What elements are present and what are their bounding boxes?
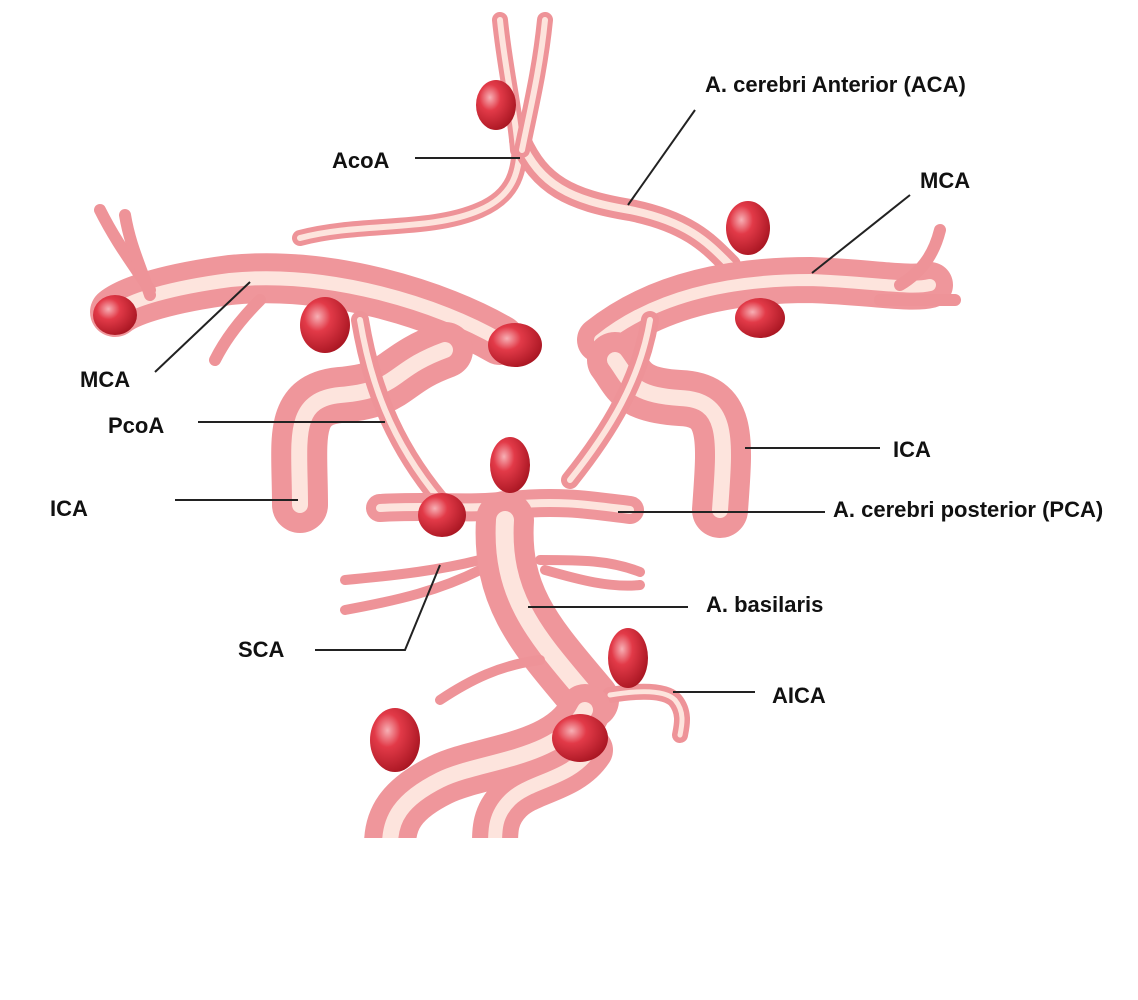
aneurysm-vertebral-right	[552, 714, 608, 762]
label-ica-left: ICA	[50, 496, 88, 521]
basilar-artery	[505, 520, 590, 700]
aneurysm-pca-left	[418, 493, 466, 537]
leader-aca	[628, 110, 695, 205]
label-mca-right: MCA	[920, 168, 970, 193]
label-aica: AICA	[772, 683, 826, 708]
label-sca: SCA	[238, 637, 285, 662]
aneurysm-mca-right-lower	[735, 298, 785, 338]
aneurysm-mca-left-tip	[93, 295, 137, 335]
label-pca: A. cerebri posterior (PCA)	[833, 497, 1103, 522]
artery-network	[100, 20, 955, 845]
label-ica-right: ICA	[893, 437, 931, 462]
label-basilar: A. basilaris	[706, 592, 823, 617]
aneurysm-aica	[608, 628, 648, 688]
aneurysm-acoa	[476, 80, 516, 130]
aneurysm-mca-left	[300, 297, 350, 353]
label-aca: A. cerebri Anterior (ACA)	[705, 72, 966, 97]
aneurysm-basilar-tip	[490, 437, 530, 493]
label-mca-left: MCA	[80, 367, 130, 392]
anterior-cerebral-artery-right	[520, 140, 730, 265]
label-acoa: AcoA	[332, 148, 390, 173]
label-group: A. cerebri Anterior (ACA) AcoA MCA MCA P…	[50, 72, 1103, 708]
label-pcoa: PcoA	[108, 413, 164, 438]
aneurysm-ica-left-tip	[488, 323, 542, 367]
aneurysm-mca-right-upper	[726, 201, 770, 255]
aneurysm-vertebral-left	[370, 708, 420, 772]
